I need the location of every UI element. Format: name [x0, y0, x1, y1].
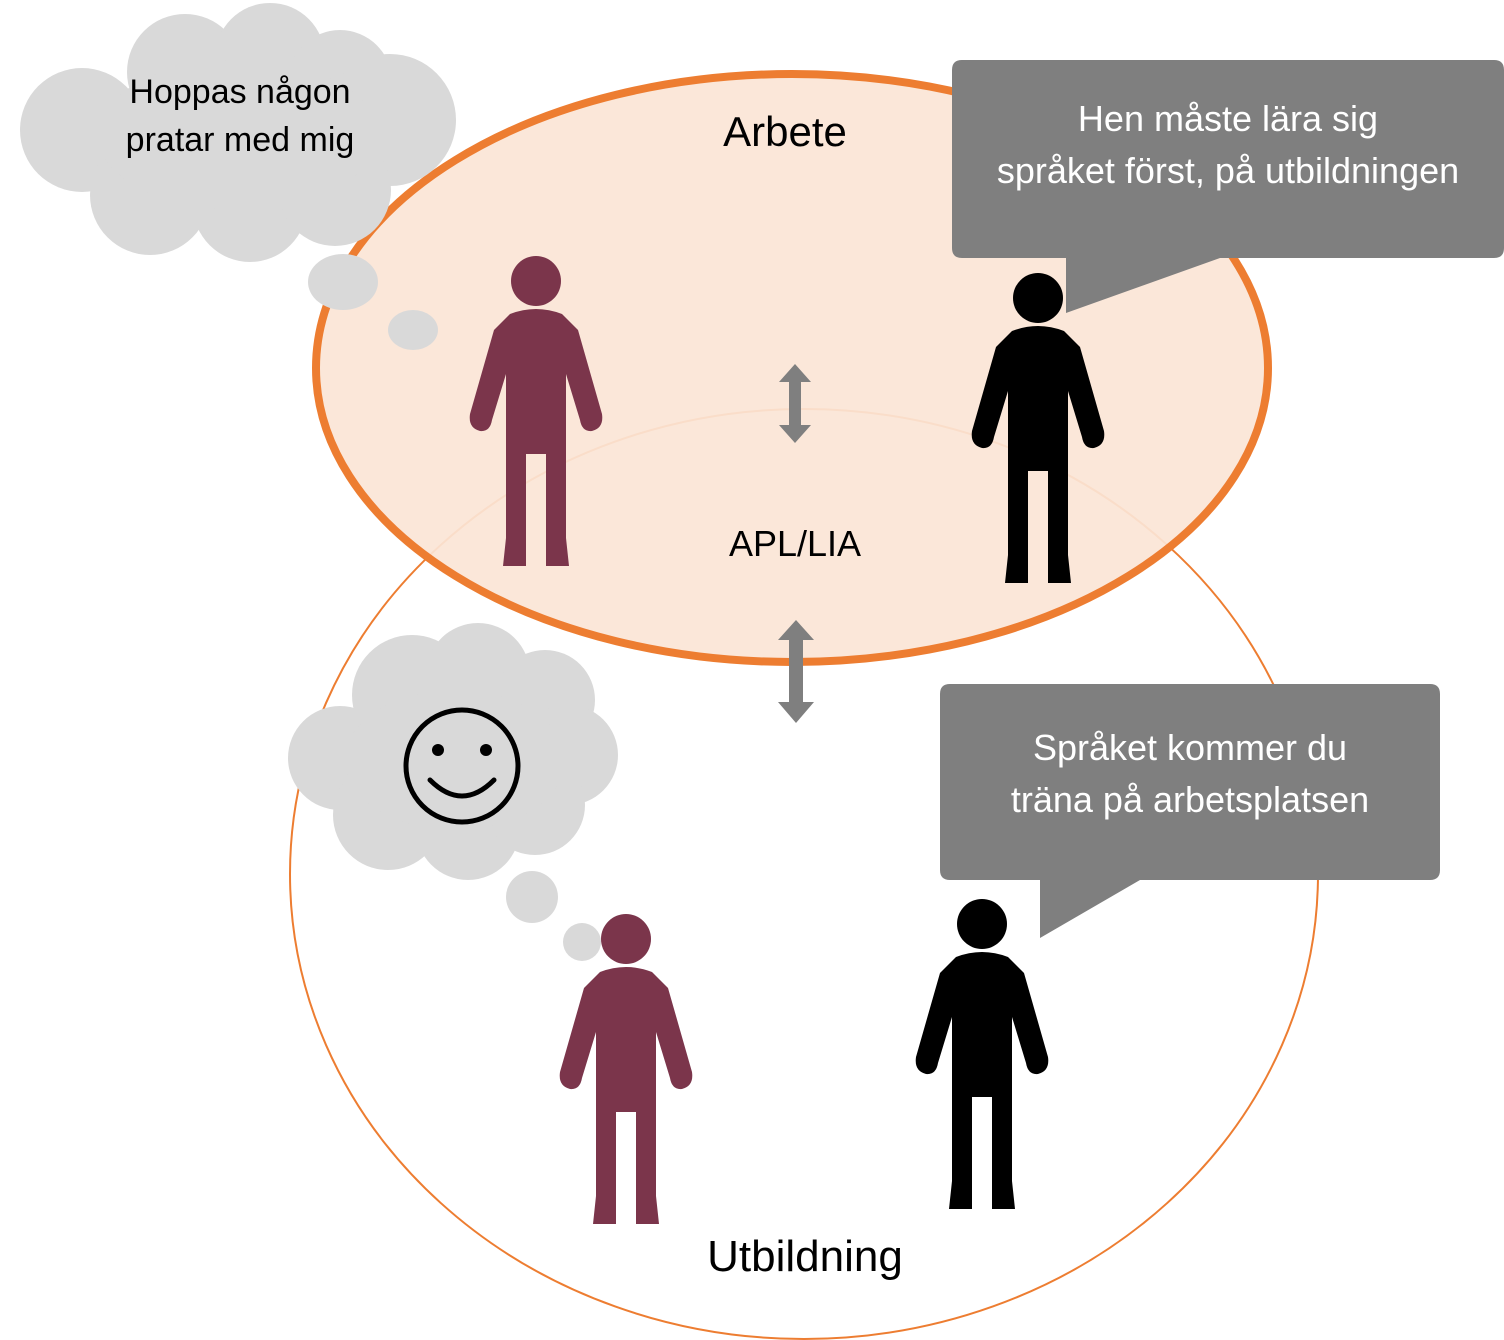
double-arrow-lower: [778, 620, 814, 723]
thought-line-1: Hoppas någon: [129, 73, 351, 111]
speech-bubble-bottom-text: Språket kommer du träna på arbetsplatsen: [945, 722, 1435, 826]
thought-line-2: pratar med mig: [125, 121, 355, 159]
thought-bubble-top-text: Hoppas någon pratar med mig: [80, 68, 400, 164]
speech-top-line-1: Hen måste lära sig: [1077, 98, 1379, 139]
speech-bubble-bottom: [940, 684, 1440, 938]
speech-bubble-top-text: Hen måste lära sig språket först, på utb…: [960, 93, 1496, 197]
smiley-face-icon: [403, 707, 521, 825]
speech-bottom-line-1: Språket kommer du: [1032, 727, 1348, 768]
speech-top-line-2: språket först, på utbildningen: [996, 150, 1460, 191]
speech-bottom-line-2: träna på arbetsplatsen: [1010, 779, 1370, 820]
speech-bubble-top: [952, 60, 1504, 313]
region-label-overlap: APL/LIA: [728, 523, 862, 564]
region-label-education: Utbildning: [707, 1232, 903, 1281]
double-arrow-upper: [779, 364, 811, 443]
thought-bubble-top: [20, 3, 456, 350]
region-label-work: Arbete: [723, 108, 847, 155]
